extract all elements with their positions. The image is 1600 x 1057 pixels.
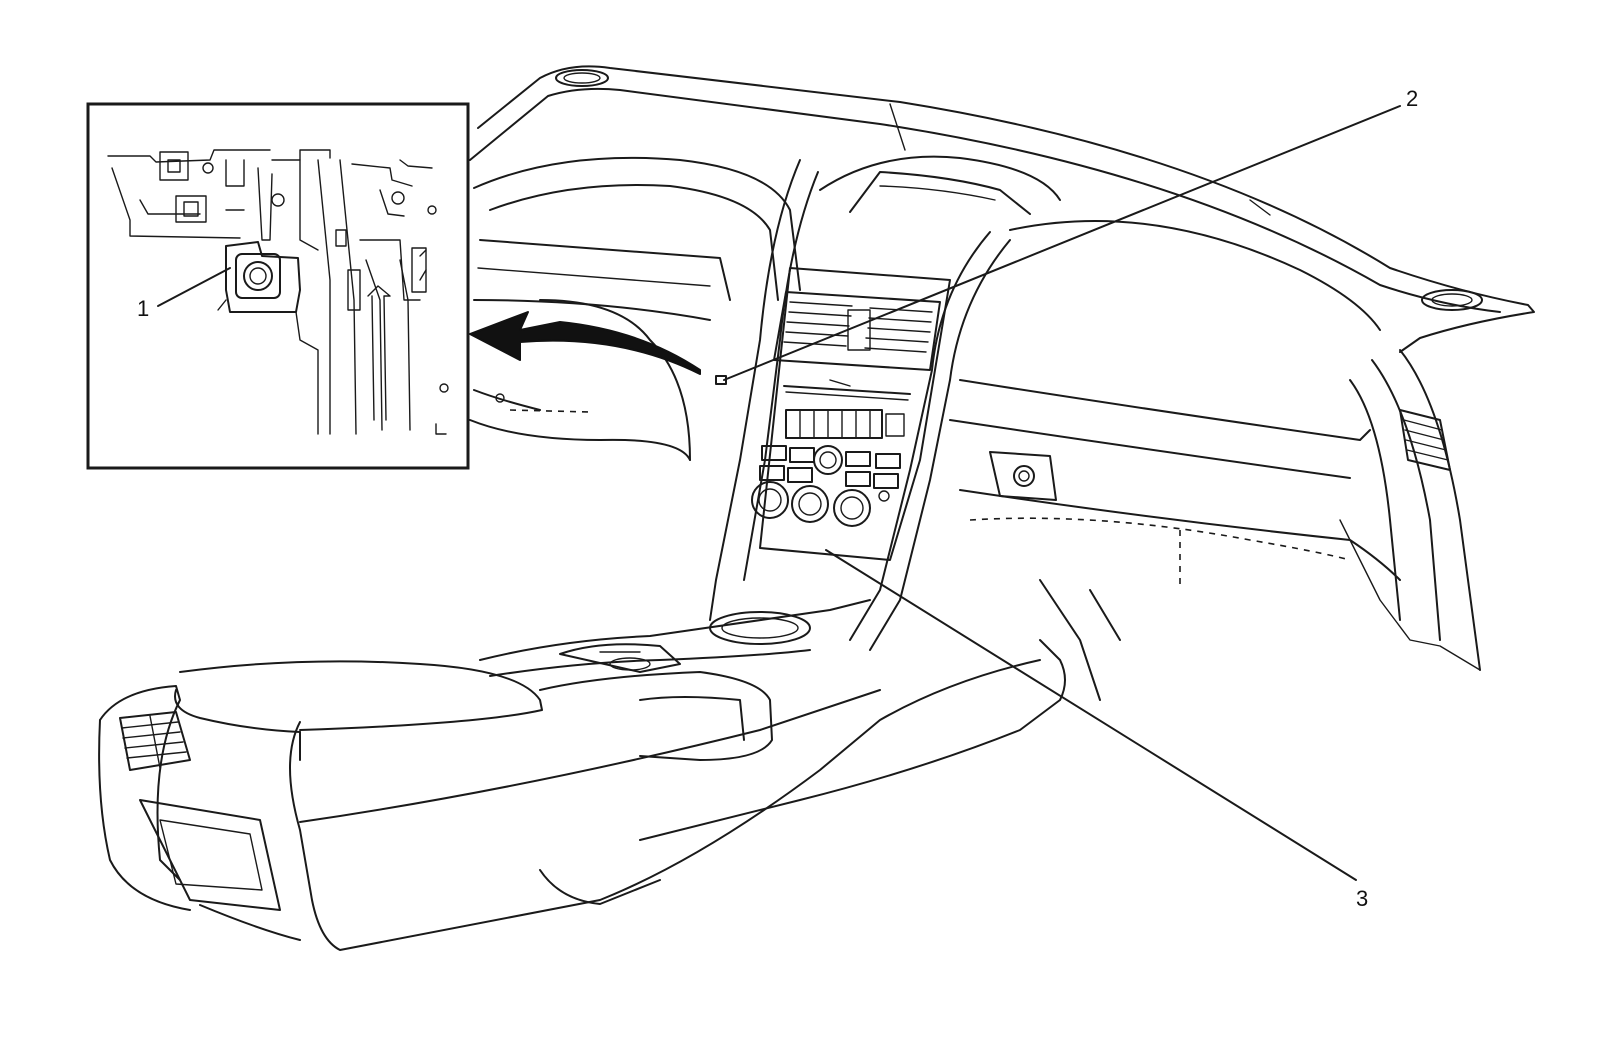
mounting-bracket [225,241,301,313]
direction-arrow [469,311,701,375]
steering-column-area [469,299,691,461]
passenger-dash [949,220,1481,701]
climate-control-knobs [751,481,890,527]
leader-line-3 [825,549,1357,881]
callout-label-1: 1 [137,296,149,321]
center-vents [773,291,941,371]
radio-buttons [785,409,905,439]
leader-line-1 [157,267,231,307]
center-stack [709,155,1061,651]
instrument-cluster-hood [473,156,801,321]
audio-controls [759,445,901,489]
detail-inset [86,102,470,470]
callout-leaders [157,105,1401,881]
instrument-panel-top [469,65,1535,353]
leader-line-2 [723,105,1401,381]
callout-label-2: 2 [1406,86,1418,111]
side-vent-right [1399,409,1451,471]
rear-console-vent [98,685,301,941]
callout-label-3: 3 [1356,886,1368,911]
center-console [98,599,1066,951]
